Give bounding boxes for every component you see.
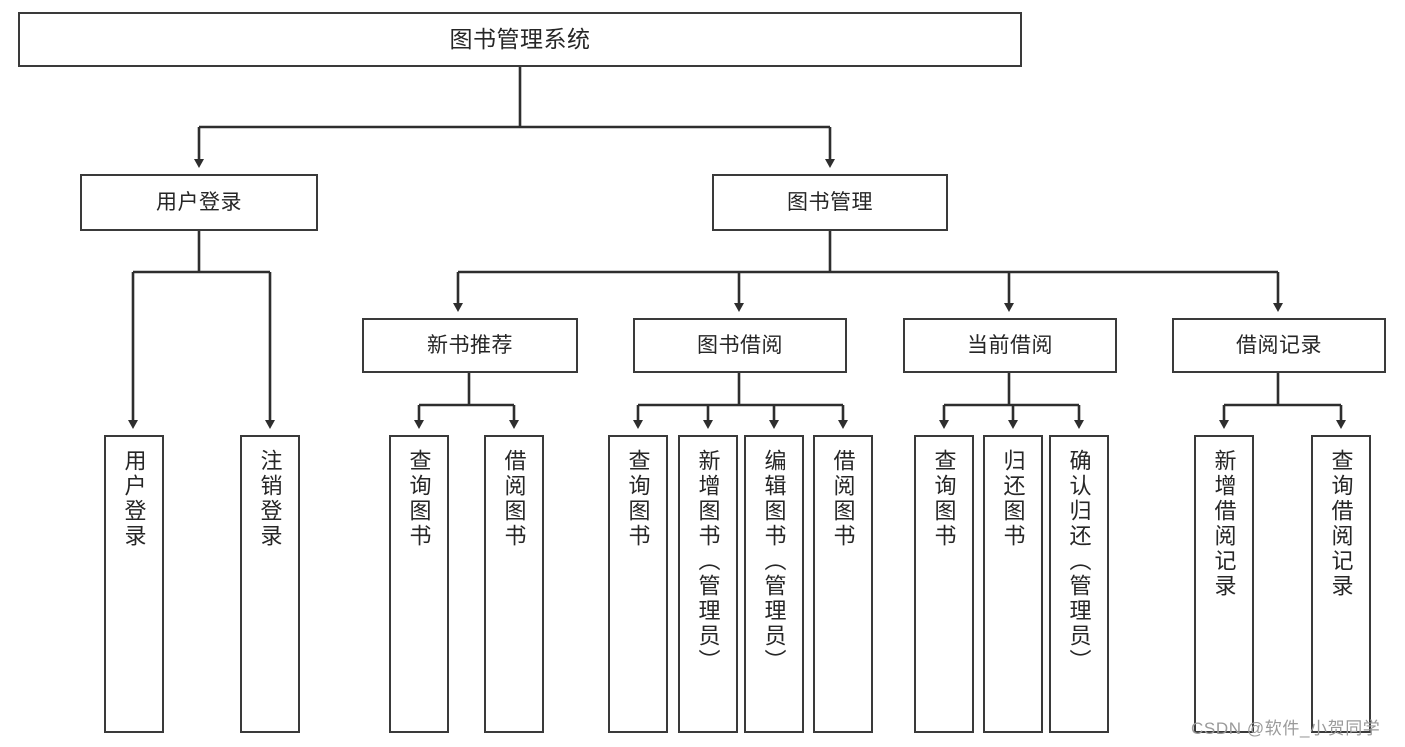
node-root-system[interactable]: 图书管理系统 (18, 12, 1022, 67)
node-label: 查询图书 (406, 449, 432, 549)
node-label: 用户登录 (121, 449, 147, 549)
node-book-manage[interactable]: 图书管理 (712, 174, 948, 231)
node-label: 当前借阅 (967, 333, 1053, 357)
node-leaf-query-book-1[interactable]: 查询图书 (389, 435, 449, 733)
node-label: 图书管理系统 (449, 25, 591, 52)
node-leaf-query-book-3[interactable]: 查询图书 (914, 435, 974, 733)
node-leaf-add-record[interactable]: 新增借阅记录 (1194, 435, 1254, 733)
node-label: 确认归还（管理员） (1066, 449, 1092, 674)
node-label: 图书管理 (787, 190, 873, 214)
node-leaf-edit-book[interactable]: 编辑图书（管理员） (744, 435, 804, 733)
node-label: 新增借阅记录 (1211, 449, 1237, 599)
node-label: 编辑图书（管理员） (761, 449, 787, 674)
node-label: 借阅记录 (1236, 333, 1322, 357)
node-leaf-user-login[interactable]: 用户登录 (104, 435, 164, 733)
node-leaf-query-book-2[interactable]: 查询图书 (608, 435, 668, 733)
node-label: 查询借阅记录 (1328, 449, 1354, 599)
node-leaf-logout[interactable]: 注销登录 (240, 435, 300, 733)
node-label: 图书借阅 (697, 333, 783, 357)
node-borrow-record[interactable]: 借阅记录 (1172, 318, 1386, 373)
node-label: 查询图书 (931, 449, 957, 549)
node-label: 新增图书（管理员） (695, 449, 721, 674)
node-new-book-recommend[interactable]: 新书推荐 (362, 318, 578, 373)
node-leaf-borrow-book-1[interactable]: 借阅图书 (484, 435, 544, 733)
node-label: 借阅图书 (830, 449, 856, 549)
node-label: 归还图书 (1000, 449, 1026, 549)
node-label: 注销登录 (257, 449, 283, 549)
node-label: 用户登录 (156, 190, 242, 214)
node-label: 新书推荐 (427, 333, 513, 357)
node-user-login[interactable]: 用户登录 (80, 174, 318, 231)
node-leaf-query-record[interactable]: 查询借阅记录 (1311, 435, 1371, 733)
node-label: 借阅图书 (501, 449, 527, 549)
node-leaf-return-book[interactable]: 归还图书 (983, 435, 1043, 733)
node-book-borrow[interactable]: 图书借阅 (633, 318, 847, 373)
node-leaf-confirm-return[interactable]: 确认归还（管理员） (1049, 435, 1109, 733)
node-label: 查询图书 (625, 449, 651, 549)
csdn-watermark: CSDN @软件_小贺同学 (1191, 719, 1381, 738)
node-leaf-add-book[interactable]: 新增图书（管理员） (678, 435, 738, 733)
node-leaf-borrow-book-2[interactable]: 借阅图书 (813, 435, 873, 733)
node-current-borrow[interactable]: 当前借阅 (903, 318, 1117, 373)
